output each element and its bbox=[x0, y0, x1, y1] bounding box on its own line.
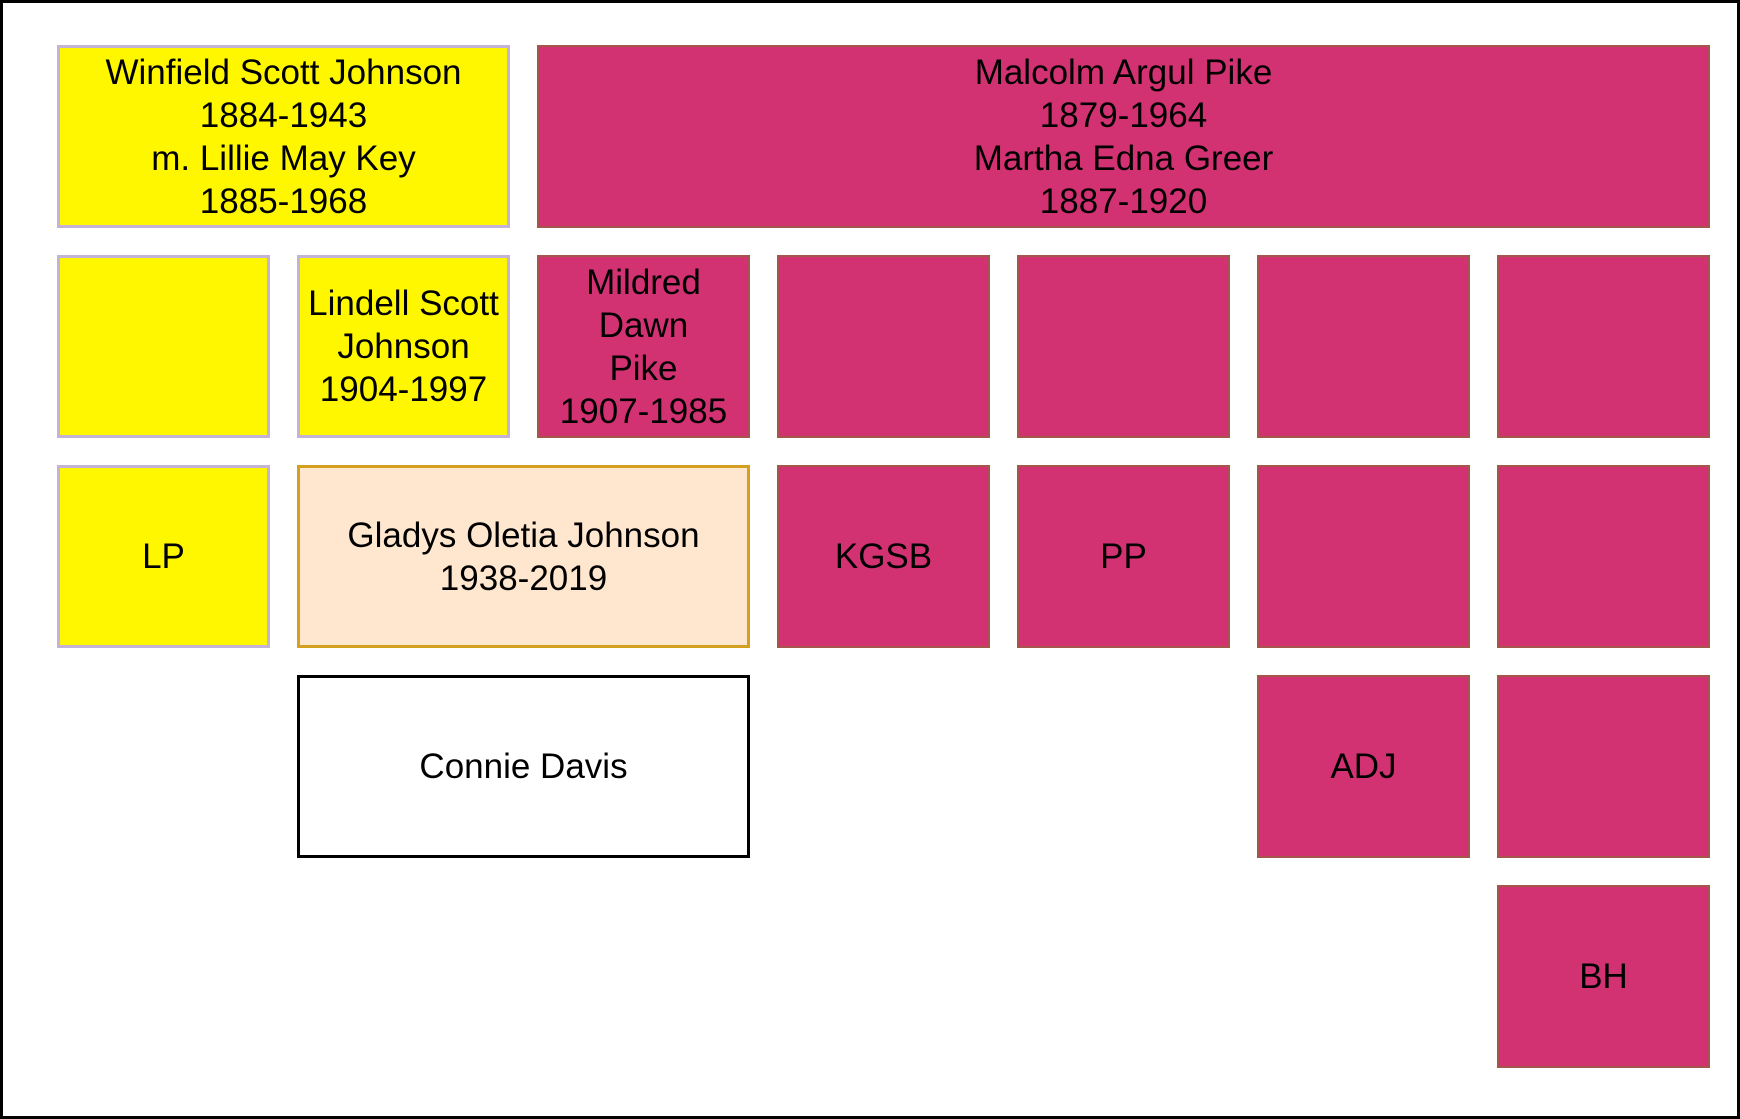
node-johnson-child-empty[interactable] bbox=[57, 255, 270, 438]
node-label: PP bbox=[1100, 537, 1147, 576]
node-label: Connie Davis bbox=[419, 747, 628, 786]
node-lp[interactable]: LP bbox=[57, 465, 270, 648]
node-mildred[interactable]: Mildred Dawn Pike 1907-1985 bbox=[537, 255, 750, 438]
node-pike-child-empty[interactable] bbox=[1017, 255, 1230, 438]
node-pike-great-grandchild-empty[interactable] bbox=[1497, 675, 1710, 858]
node-label: Winfield Scott Johnson 1884-1943 m. Lill… bbox=[105, 52, 462, 221]
node-bh[interactable]: BH bbox=[1497, 885, 1710, 1068]
node-kgsb[interactable]: KGSB bbox=[777, 465, 990, 648]
node-label: Mildred Dawn Pike 1907-1985 bbox=[559, 262, 728, 431]
node-label: KGSB bbox=[834, 537, 933, 576]
node-label: BH bbox=[1579, 957, 1628, 996]
node-lindell[interactable]: Lindell Scott Johnson 1904-1997 bbox=[297, 255, 510, 438]
node-label: LP bbox=[142, 537, 185, 576]
node-malcolm-martha[interactable]: Malcolm Argul Pike 1879-1964 Martha Edna… bbox=[537, 45, 1710, 228]
node-winfield-lillie[interactable]: Winfield Scott Johnson 1884-1943 m. Lill… bbox=[57, 45, 510, 228]
node-adj[interactable]: ADJ bbox=[1257, 675, 1470, 858]
node-label: Gladys Oletia Johnson 1938-2019 bbox=[347, 515, 700, 598]
node-pike-child-empty[interactable] bbox=[777, 255, 990, 438]
node-pp[interactable]: PP bbox=[1017, 465, 1230, 648]
node-label: ADJ bbox=[1330, 747, 1397, 786]
node-pike-child-empty[interactable] bbox=[1497, 255, 1710, 438]
node-connie[interactable]: Connie Davis bbox=[297, 675, 750, 858]
node-pike-grandchild-empty[interactable] bbox=[1497, 465, 1710, 648]
node-label: Lindell Scott Johnson 1904-1997 bbox=[308, 284, 499, 409]
node-pike-child-empty[interactable] bbox=[1257, 255, 1470, 438]
node-gladys[interactable]: Gladys Oletia Johnson 1938-2019 bbox=[297, 465, 750, 648]
node-label: Malcolm Argul Pike 1879-1964 Martha Edna… bbox=[973, 52, 1274, 221]
node-pike-grandchild-empty[interactable] bbox=[1257, 465, 1470, 648]
